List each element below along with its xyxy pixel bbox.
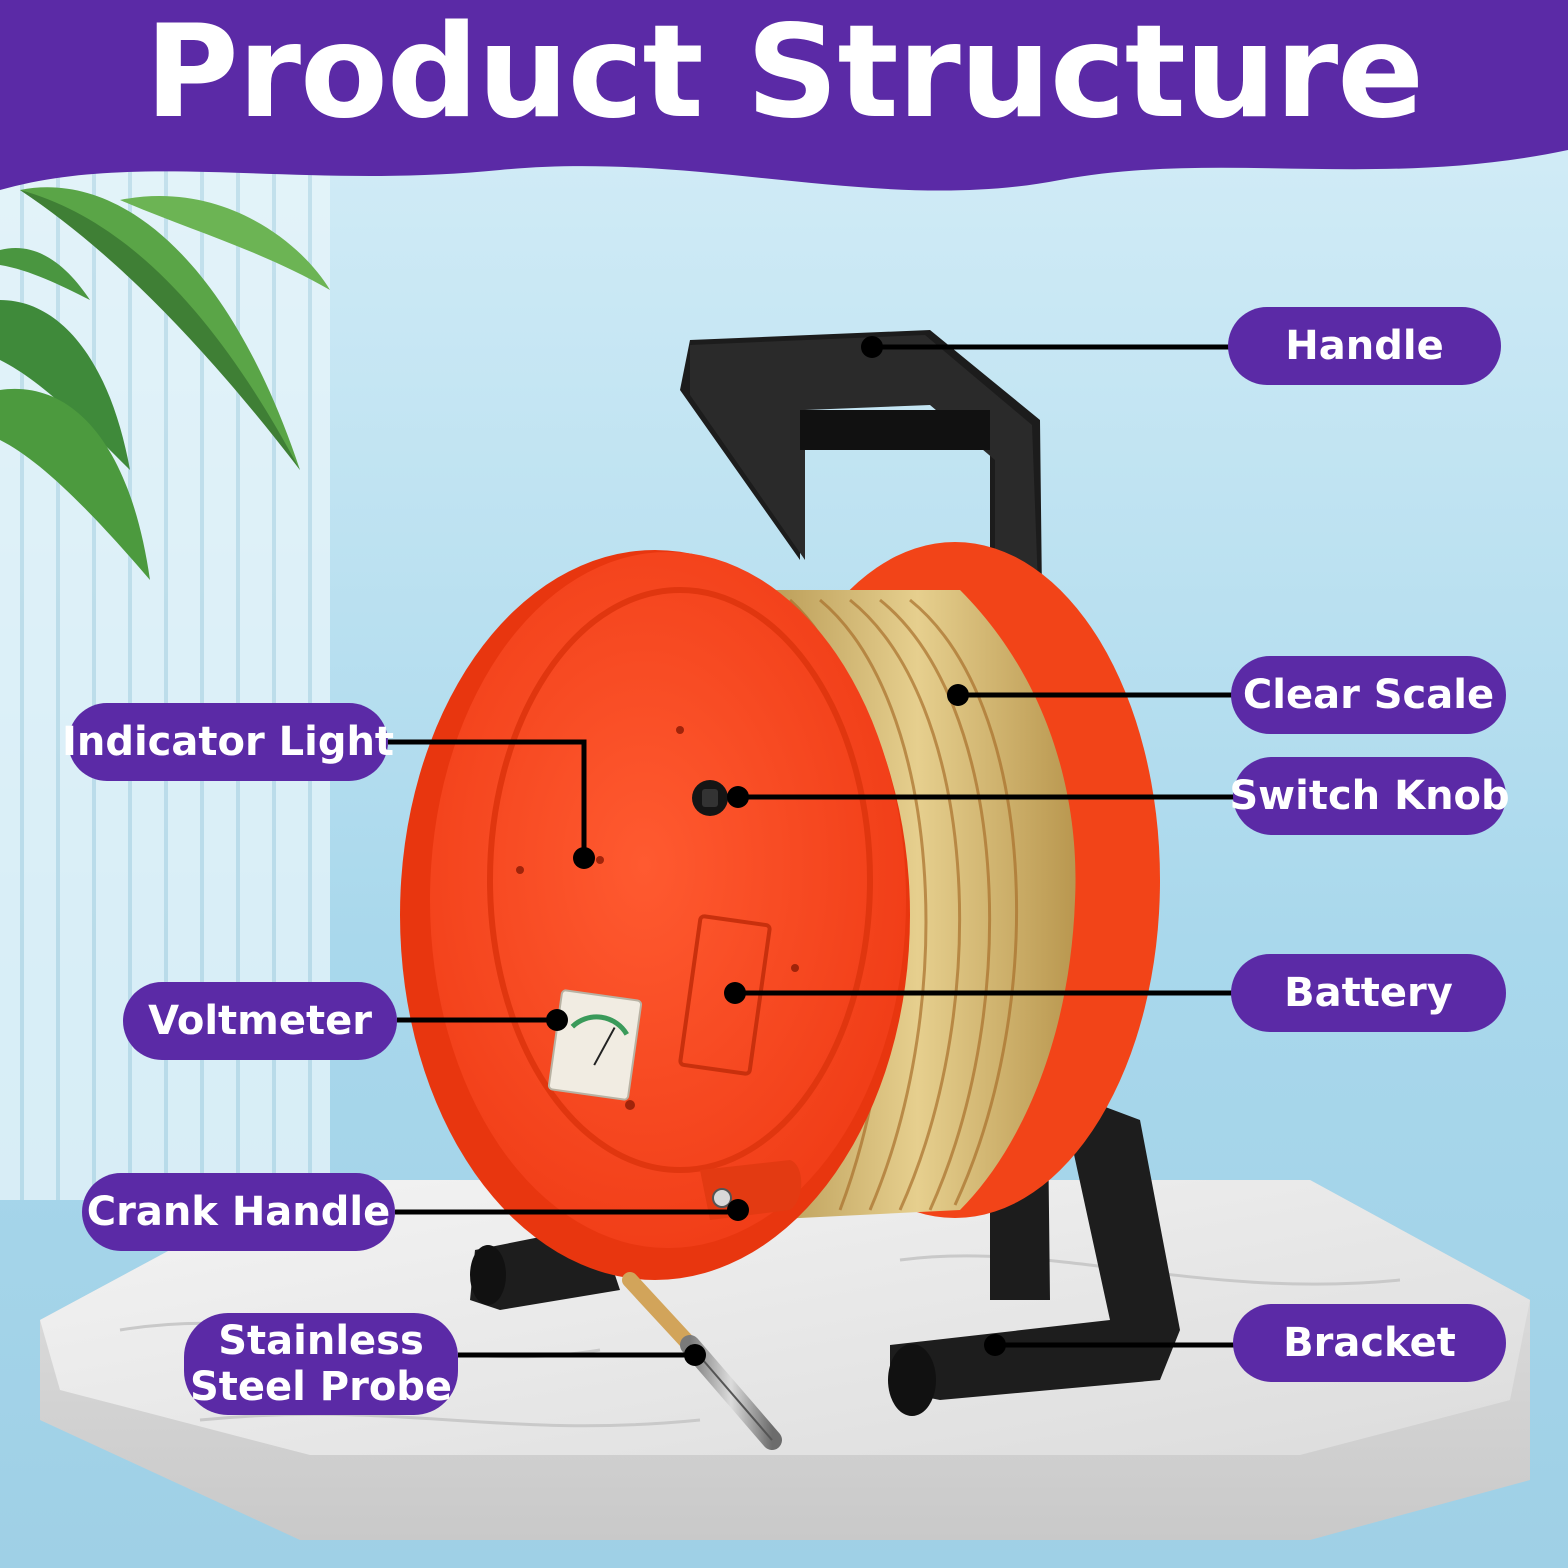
crank-handle-part [700, 1160, 802, 1220]
label-indicator-light: Indicator Light [62, 703, 394, 781]
switch-knob-part [692, 780, 728, 816]
plant-leaves [0, 187, 330, 580]
label-bracket: Bracket [1233, 1304, 1506, 1382]
label-handle: Handle [1228, 307, 1501, 385]
label-battery: Battery [1231, 954, 1506, 1032]
label-stainless-steel-probe: Stainless Steel Probe [184, 1313, 458, 1415]
battery-compartment [678, 914, 772, 1076]
label-voltmeter: Voltmeter [123, 982, 397, 1060]
voltmeter-part [547, 989, 643, 1101]
title-banner [0, 0, 1568, 191]
label-clear-scale: Clear Scale [1231, 656, 1506, 734]
label-switch-knob: Switch Knob [1229, 757, 1510, 835]
label-probe-line2: Steel Probe [189, 1364, 453, 1410]
label-probe-line1: Stainless [218, 1318, 424, 1364]
leader-lines [388, 344, 1235, 1358]
page-title: Product Structure [145, 0, 1424, 147]
label-crank-handle: Crank Handle [82, 1173, 395, 1251]
leader-dots [546, 336, 1006, 1366]
front-reel-flange [400, 550, 910, 1280]
leader-line-indicator-light [388, 739, 587, 856]
